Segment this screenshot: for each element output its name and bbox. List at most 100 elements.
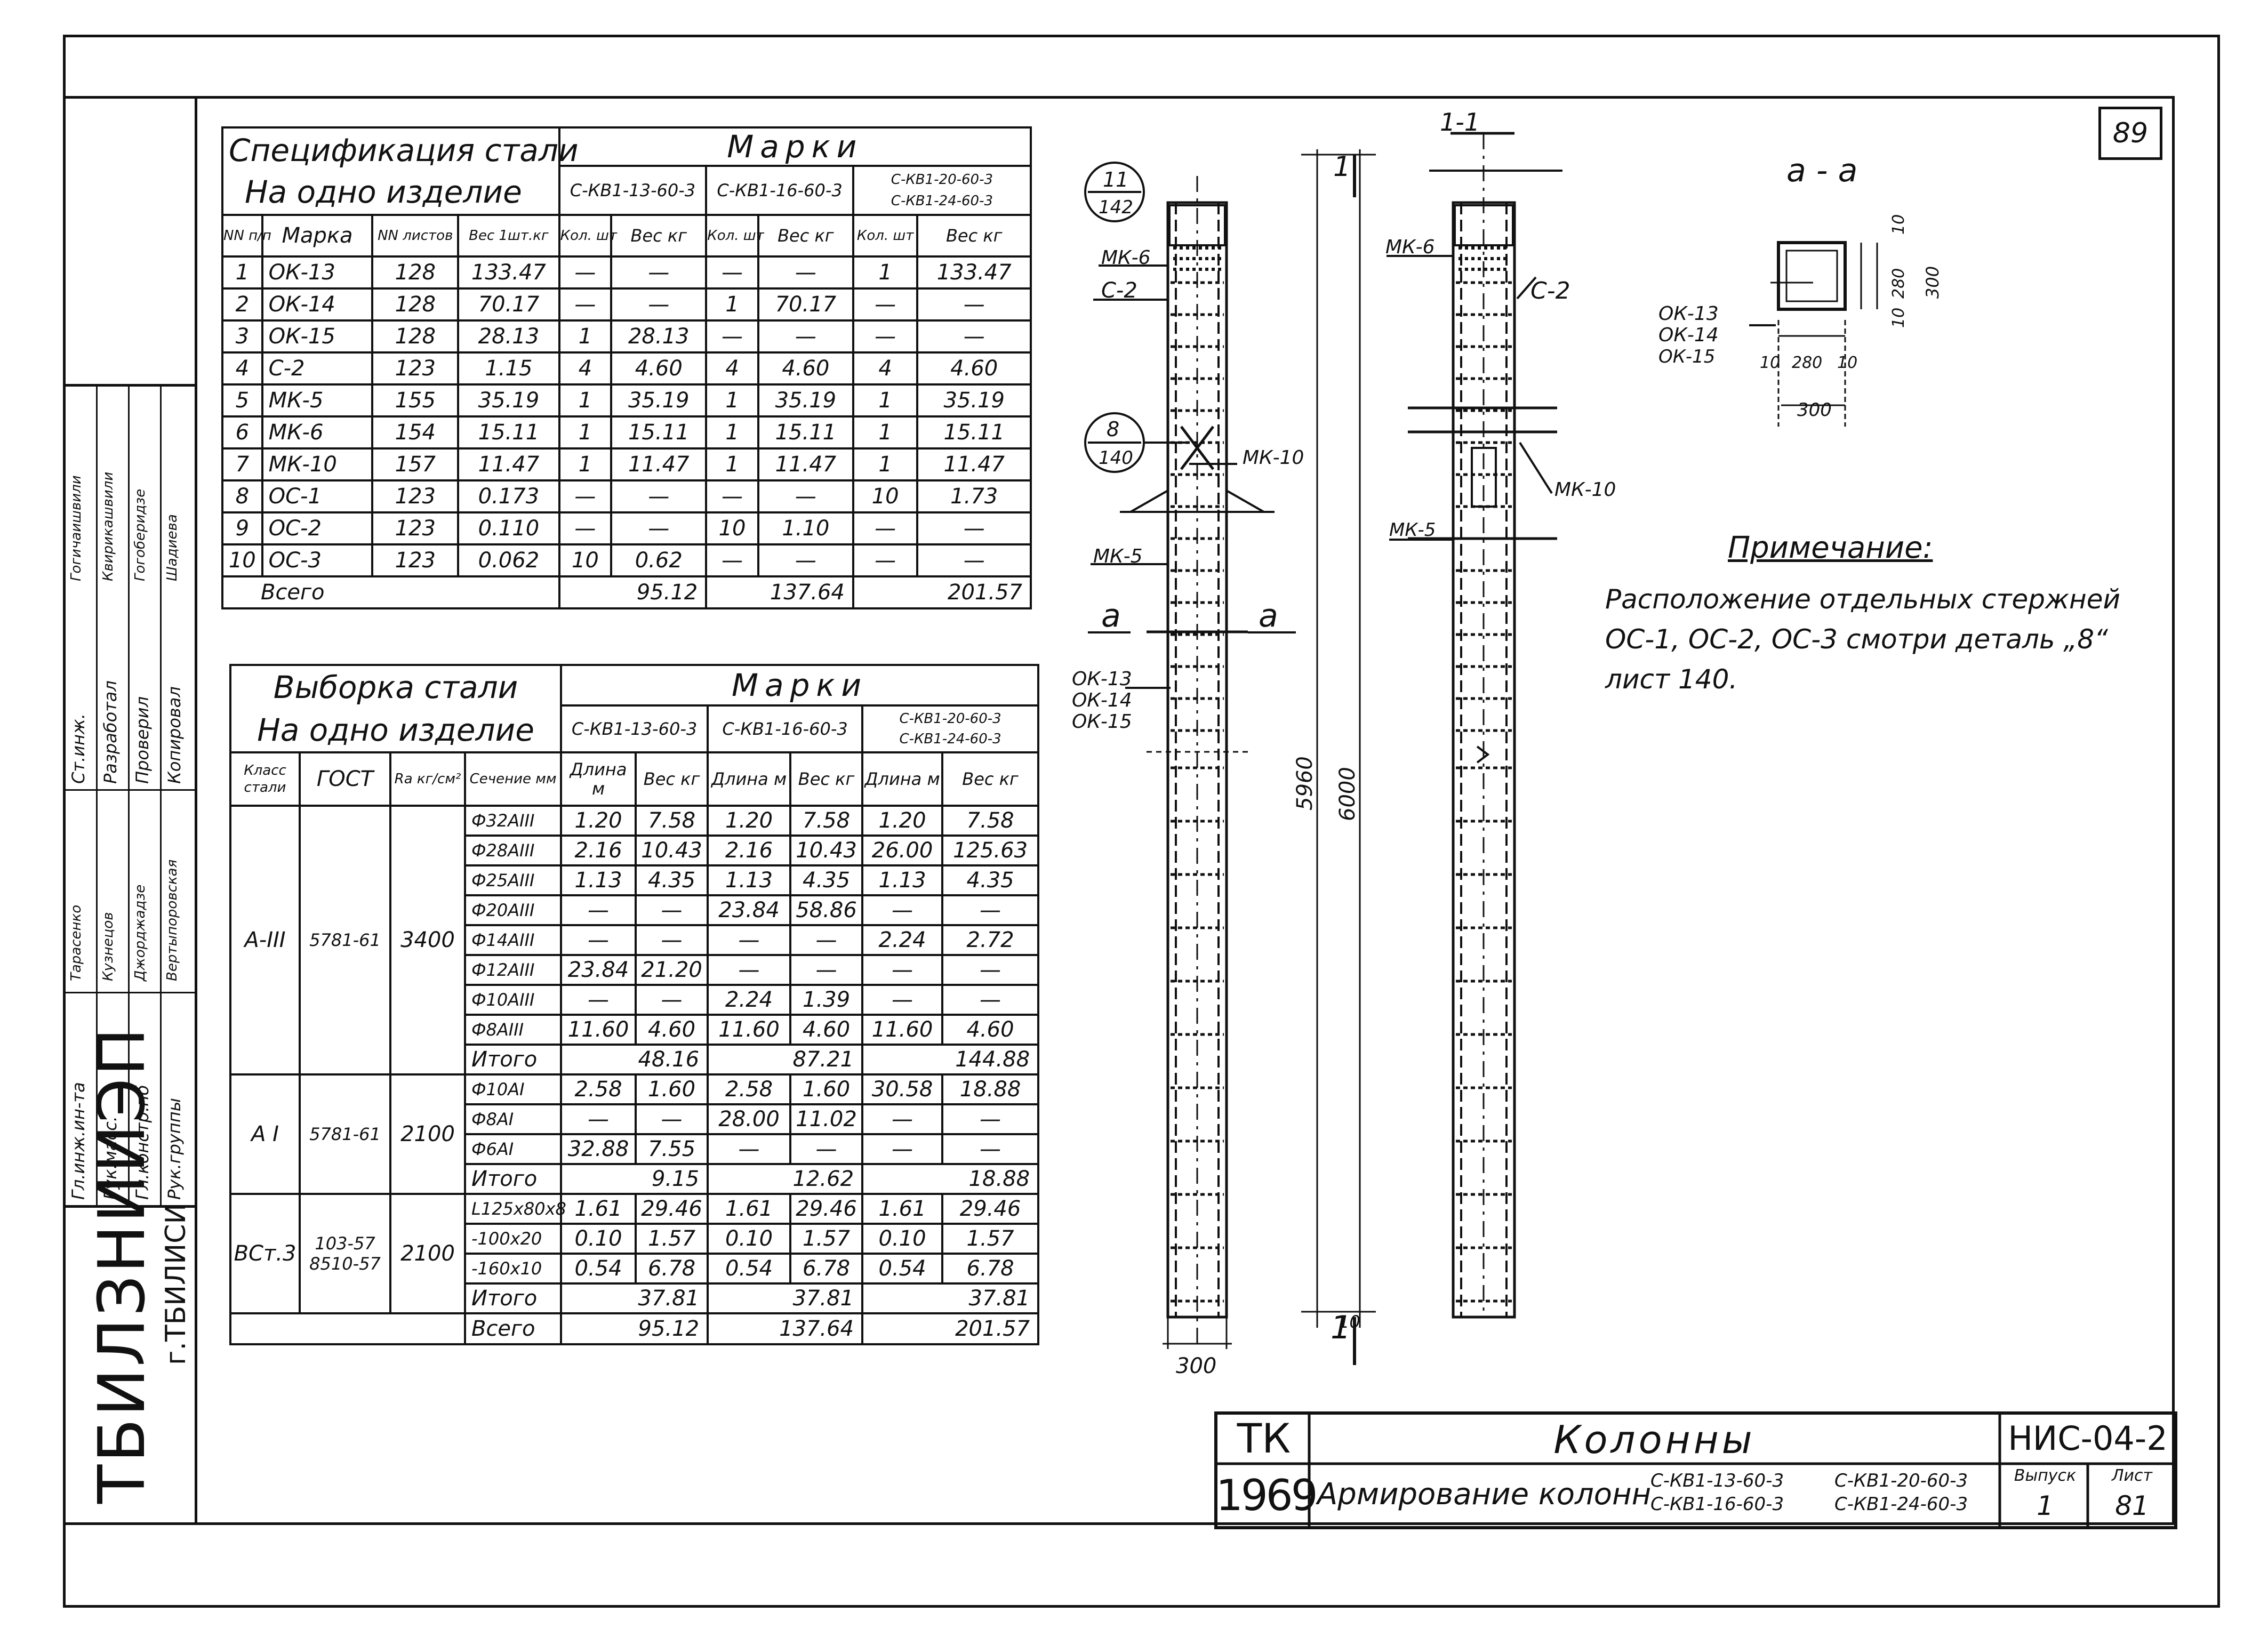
sheet-number: 89 — [2098, 107, 2162, 160]
selection-cell: 0.54 — [560, 1253, 637, 1285]
selection-col-len2: Длина м — [707, 751, 792, 807]
selection-col-w2: Вес кг — [789, 751, 864, 807]
callout-top-num: 11 — [1103, 168, 1128, 191]
selection-subtotal-label: Итого — [463, 1163, 563, 1195]
spec-cell: 1 — [705, 447, 759, 482]
selection-cell: 4.60 — [789, 1014, 864, 1046]
spec-cell: ОС-3 — [261, 543, 374, 577]
selection-ra: 2100 — [389, 1193, 466, 1314]
selection-cell: 2.16 — [707, 834, 792, 866]
spec-total-3: 201.57 — [852, 575, 1032, 609]
spec-cell: — — [558, 255, 613, 290]
selection-col-len1: Длина м — [560, 751, 637, 807]
dim-10: 10 — [1339, 1312, 1360, 1332]
selection-cell: — — [861, 1133, 944, 1165]
spec-cell: 0.110 — [457, 511, 560, 545]
selection-class: А-III — [229, 805, 301, 1076]
selection-cell: — — [560, 1103, 637, 1135]
spec-cell: 123 — [371, 351, 460, 386]
selection-cell: — — [941, 1133, 1040, 1165]
spec-cell: 11.47 — [457, 447, 560, 482]
selection-gost-1: 103-57 — [315, 1233, 375, 1254]
selection-cell: 28.00 — [707, 1103, 792, 1135]
aa-dim-bottom-10a: 10 — [1760, 354, 1780, 372]
right-label-mk5: МК-5 — [1389, 519, 1436, 541]
spec-cell: 1 — [705, 415, 759, 450]
aa-dim-bottom-10b: 10 — [1837, 354, 1857, 372]
aa-label-ok14: ОК-14 — [1658, 324, 1719, 346]
spec-total-label: Всего — [221, 575, 560, 609]
selection-cell: 1.13 — [861, 864, 944, 896]
selection-cell: Ф14АIII — [463, 924, 563, 956]
section-mark-a-left: а — [1101, 597, 1121, 635]
selection-cell: 1.61 — [707, 1193, 792, 1225]
selection-cell: 7.58 — [941, 805, 1040, 837]
selection-subtotal-label: Итого — [463, 1282, 563, 1314]
selection-cell: 21.20 — [635, 954, 709, 986]
selection-brand-3: С-КВ1-20-60-3 — [899, 710, 1001, 727]
selection-cell: -100х20 — [463, 1223, 563, 1255]
selection-cell: — — [789, 924, 864, 956]
selection-cell: 0.54 — [707, 1253, 792, 1285]
spec-marks-header: Марки — [558, 126, 1032, 167]
spec-cell: 5 — [221, 383, 263, 418]
spec-total-1: 95.12 — [558, 575, 708, 609]
spec-cell: 1.15 — [457, 351, 560, 386]
selection-cell: 6.78 — [941, 1253, 1040, 1285]
spec-cell: — — [757, 543, 854, 577]
selection-grand-1: 95.12 — [560, 1312, 709, 1345]
spec-col-w3: Вес кг — [916, 214, 1032, 258]
selection-cell: — — [560, 924, 637, 956]
selection-cell: — — [789, 1133, 864, 1165]
aa-dim-right-10a: 10 — [1889, 214, 1908, 235]
spec-cell: — — [610, 255, 708, 290]
selection-cell: — — [635, 924, 709, 956]
stamp-marks-col1: С-КВ1-13-60-3 С-КВ1-16-60-3 — [1650, 1469, 1784, 1516]
spec-cell: 1 — [852, 415, 919, 450]
spec-cell: 133.47 — [457, 255, 560, 290]
aa-dim-bottom-280: 280 — [1792, 354, 1822, 372]
selection-col-section: Сечение мм — [463, 751, 563, 807]
spec-cell: 1 — [705, 383, 759, 418]
selection-col-w1: Вес кг — [635, 751, 709, 807]
selection-table: Выборка стали На одно изделие Марки С-КВ… — [229, 664, 1040, 1345]
label-ok13: ОК-13 — [1072, 668, 1132, 690]
spec-cell: — — [916, 287, 1032, 322]
selection-cell: 0.10 — [560, 1223, 637, 1255]
stamp-code: НИС-04-2 — [2008, 1419, 2168, 1458]
dim-5960: 5960 — [1293, 756, 1317, 811]
spec-cell: 4 — [221, 351, 263, 386]
spec-cell: 154 — [371, 415, 460, 450]
section-mark-a-right: а — [1259, 597, 1278, 635]
aa-dim-right-10b: 10 — [1889, 308, 1908, 328]
spec-cell: — — [916, 543, 1032, 577]
selection-cell: 2.16 — [560, 834, 637, 866]
spec-col-w2: Вес кг — [757, 214, 854, 258]
selection-subtotal: 12.62 — [707, 1163, 864, 1195]
selection-cell: 29.46 — [941, 1193, 1040, 1225]
selection-subtotal: 18.88 — [861, 1163, 1040, 1195]
selection-cell: — — [635, 984, 709, 1016]
spec-cell: 35.19 — [757, 383, 854, 418]
spec-cell: 9 — [221, 511, 263, 545]
spec-cell: 6 — [221, 415, 263, 450]
spec-cell: 28.13 — [457, 319, 560, 354]
selection-title-line1: Выборка стали — [273, 669, 518, 705]
spec-cell: — — [610, 479, 708, 513]
spec-cell: 133.47 — [916, 255, 1032, 290]
spec-col-qty1: Кол. шт — [558, 214, 617, 258]
left-column-elevation — [1120, 176, 1275, 1349]
spec-cell: МК-5 — [261, 383, 374, 418]
section-1-1-title: 1-1 — [1440, 108, 1480, 137]
selection-brand-4: С-КВ1-24-60-3 — [899, 731, 1001, 747]
